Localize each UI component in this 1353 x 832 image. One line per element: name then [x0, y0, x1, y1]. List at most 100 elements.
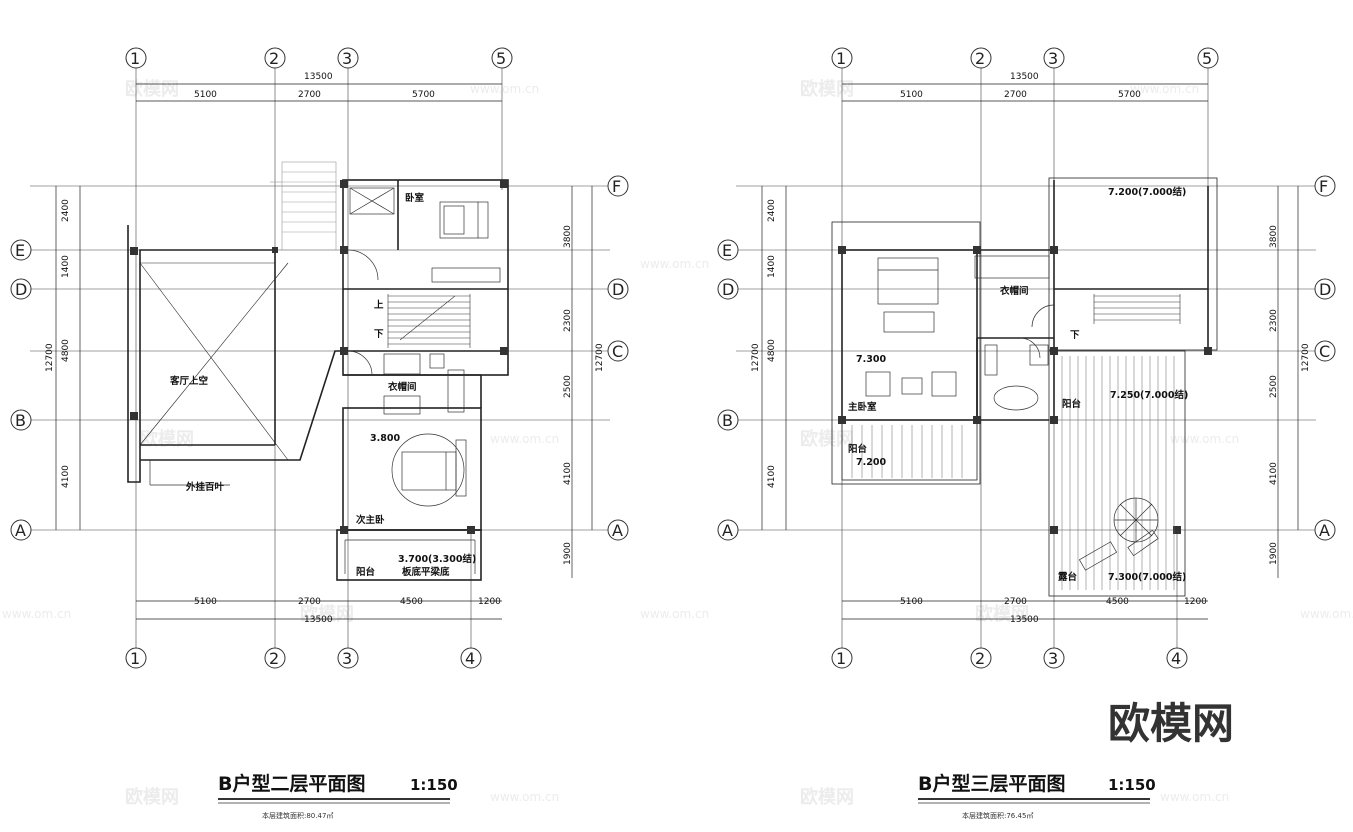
axis-label: 5: [1202, 49, 1212, 68]
watermark-url: www.om.cn: [640, 607, 709, 621]
stair-label-down: 下: [1070, 330, 1080, 341]
dim-left: 1400: [61, 255, 71, 278]
exterior-stair: [270, 161, 337, 251]
dim-top: 2700: [1004, 90, 1027, 100]
axis-label: A: [722, 521, 733, 540]
axis-label: B: [15, 411, 26, 430]
terrace-elevation: 7.300(7.000结): [1108, 571, 1186, 583]
axis-label: 2: [269, 649, 279, 668]
axis-label: A: [1319, 521, 1330, 540]
room-label-second-bedroom: 次主卧: [356, 514, 385, 526]
staircase: [387, 294, 471, 348]
dim-total-top: 13500: [1010, 72, 1039, 82]
watermark-brand: 欧模网: [800, 786, 854, 808]
room-label-wardrobe: 衣帽间: [388, 381, 417, 393]
dim-right: 4100: [1269, 462, 1279, 485]
watermark-layer: 欧模网 www.om.cn 欧模网 www.om.cn 欧模网 www.om.c…: [2, 78, 1353, 808]
dim-right: 1900: [563, 542, 573, 565]
axis-label: E: [15, 241, 25, 260]
room-label-void: 客厅上空: [169, 375, 209, 387]
stair-label-down: 下: [374, 329, 384, 340]
building-walls: [831, 177, 1218, 597]
dim-right: 4100: [563, 462, 573, 485]
watermark-url: www.om.cn: [2, 607, 71, 621]
room-labels: 7.200(7.000结) 衣帽间 下 7.300 主卧室 阳台 7.250(7…: [848, 186, 1188, 583]
room-label-balcony: 阳台: [356, 566, 376, 578]
axis-label: D: [15, 280, 27, 299]
dim-bottom: 1200: [1184, 597, 1207, 607]
axis-label: 3: [342, 49, 352, 68]
dimension-lines: [55, 83, 593, 620]
axis-label: 5: [496, 49, 506, 68]
dim-top: 5100: [900, 90, 923, 100]
plan-second-floor: 13500 5100 2700 5700 5100 2700 4500 1200…: [10, 47, 629, 820]
axis-label: 2: [269, 49, 279, 68]
watermark-url: www.om.cn: [470, 82, 539, 96]
dim-bottom: 5100: [194, 597, 217, 607]
dim-left: 4800: [61, 339, 71, 362]
axis-bubbles-side: F E D D C B A A: [717, 175, 1336, 541]
axis-bubbles-top: 1 2 3 5: [125, 47, 513, 69]
plan-scale: 1:150: [1108, 776, 1156, 794]
axis-label: F: [1319, 177, 1328, 196]
axis-label: E: [722, 241, 732, 260]
watermark-url: www.om.cn: [1130, 82, 1199, 96]
dim-left: 1400: [767, 255, 777, 278]
room-labels: 卧室 上 下 客厅上空 衣帽间 3.800 次主卧 外挂百叶 阳台 3.700(…: [169, 192, 476, 578]
stair-label-up: 上: [374, 299, 384, 311]
axis-label: F: [612, 177, 621, 196]
axis-grid: [30, 68, 610, 648]
columns: [838, 246, 1212, 534]
dim-top: 2700: [298, 90, 321, 100]
dim-bottom: 5100: [900, 597, 923, 607]
dim-right: 2300: [563, 309, 573, 332]
elevation-label: 3.800: [370, 433, 400, 444]
dimension-lines: [761, 83, 1299, 620]
dim-left-total: 12700: [45, 343, 55, 372]
axis-label: D: [612, 280, 624, 299]
watermark-url: www.om.cn: [490, 790, 559, 804]
dim-right: 3800: [563, 225, 573, 248]
axis-bubbles-bottom: 1 2 3 4: [831, 647, 1188, 669]
dim-bottom: 4500: [1106, 597, 1129, 607]
dim-top: 5700: [1118, 90, 1141, 100]
room-label-wardrobe: 衣帽间: [1000, 285, 1029, 297]
dim-total-bottom: 13500: [304, 615, 333, 625]
axis-label: D: [1319, 280, 1331, 299]
plan-third-floor: 13500 5100 2700 5700 5100 2700 4500 1200…: [717, 47, 1336, 820]
dim-left: 4800: [767, 339, 777, 362]
balcony-elevation: 3.700(3.300结): [398, 553, 476, 565]
dim-right: 2500: [1269, 375, 1279, 398]
axis-label: B: [722, 411, 733, 430]
watermark-url: www.om.cn: [1170, 432, 1239, 446]
columns: [130, 180, 508, 534]
staircase: [1093, 294, 1181, 324]
watermark-brand: 欧模网: [975, 603, 1029, 625]
balcony-elevation: 7.250(7.000结): [1110, 389, 1188, 401]
axis-label: A: [612, 521, 623, 540]
axis-label: 1: [836, 49, 846, 68]
watermark-url: www.om.cn: [1160, 790, 1229, 804]
dim-right-total: 12700: [1301, 343, 1311, 372]
axis-label: 4: [465, 649, 475, 668]
room-label-bedroom: 卧室: [405, 192, 425, 204]
bed-furniture: [149, 187, 501, 574]
room-label-balcony: 阳台: [848, 443, 868, 455]
watermark-url: www.om.cn: [490, 432, 559, 446]
axis-label: 4: [1171, 649, 1181, 668]
dimension-text: 13500 5100 2700 5700 5100 2700 4500 1200…: [45, 72, 605, 625]
axis-label: C: [1319, 342, 1330, 361]
watermark-brand: 欧模网: [800, 428, 854, 450]
dimension-text: 13500 5100 2700 5700 5100 2700 4500 1200…: [751, 72, 1311, 625]
axis-label: D: [722, 280, 734, 299]
axis-label: 3: [1048, 49, 1058, 68]
axis-label: C: [612, 342, 623, 361]
axis-bubbles-top: 1 2 3 5: [831, 47, 1219, 69]
plan-title: B户型二层平面图: [218, 772, 365, 795]
dim-left: 4100: [61, 465, 71, 488]
axis-label: 1: [130, 49, 140, 68]
dim-left: 2400: [61, 199, 71, 222]
axis-label: 2: [975, 49, 985, 68]
dim-bottom: 4500: [400, 597, 423, 607]
